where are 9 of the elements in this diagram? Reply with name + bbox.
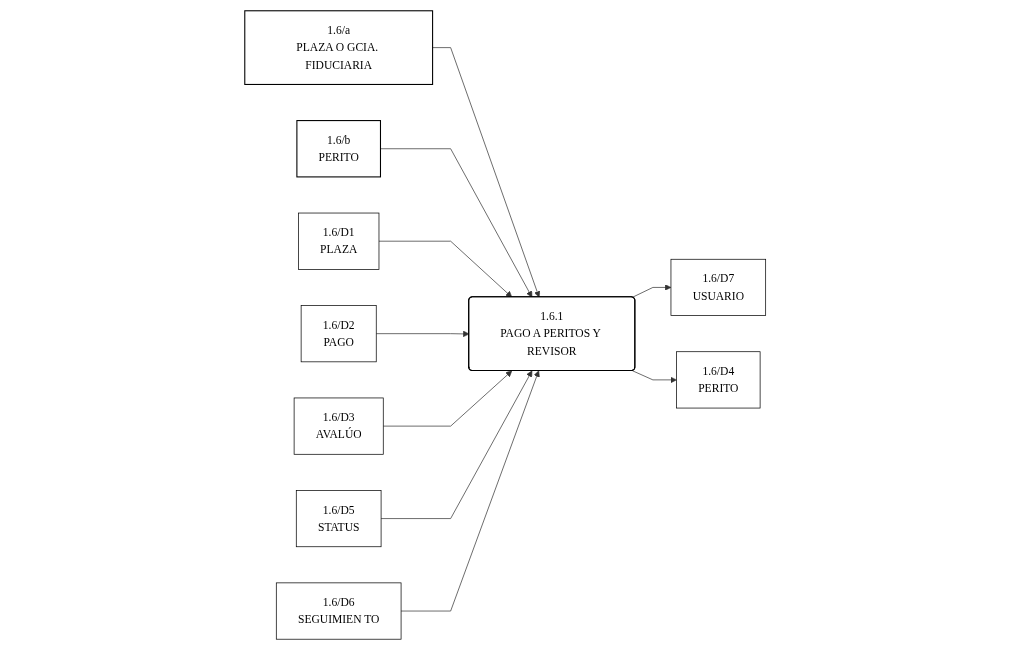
- node-box: 1.6/D4 PERITO: [675, 350, 761, 408]
- node-box: 1.6/D1 PLAZA: [297, 212, 380, 270]
- node-box: 1.6/D3 AVALÚO: [293, 397, 384, 455]
- node-box: 1.6/b PERITO: [296, 119, 381, 177]
- node-box: 1.6/D7 USUARIO: [670, 258, 766, 316]
- node-box: 1.6/D5 STATUS: [295, 489, 382, 547]
- node-box: 1.6/D6 SEGUIMIEN TO: [275, 582, 402, 640]
- node-box: 1.6/a PLAZA O GCIA. FIDUCIARIA: [244, 9, 433, 85]
- node-box: 1.6/D2 PAGO: [300, 304, 377, 362]
